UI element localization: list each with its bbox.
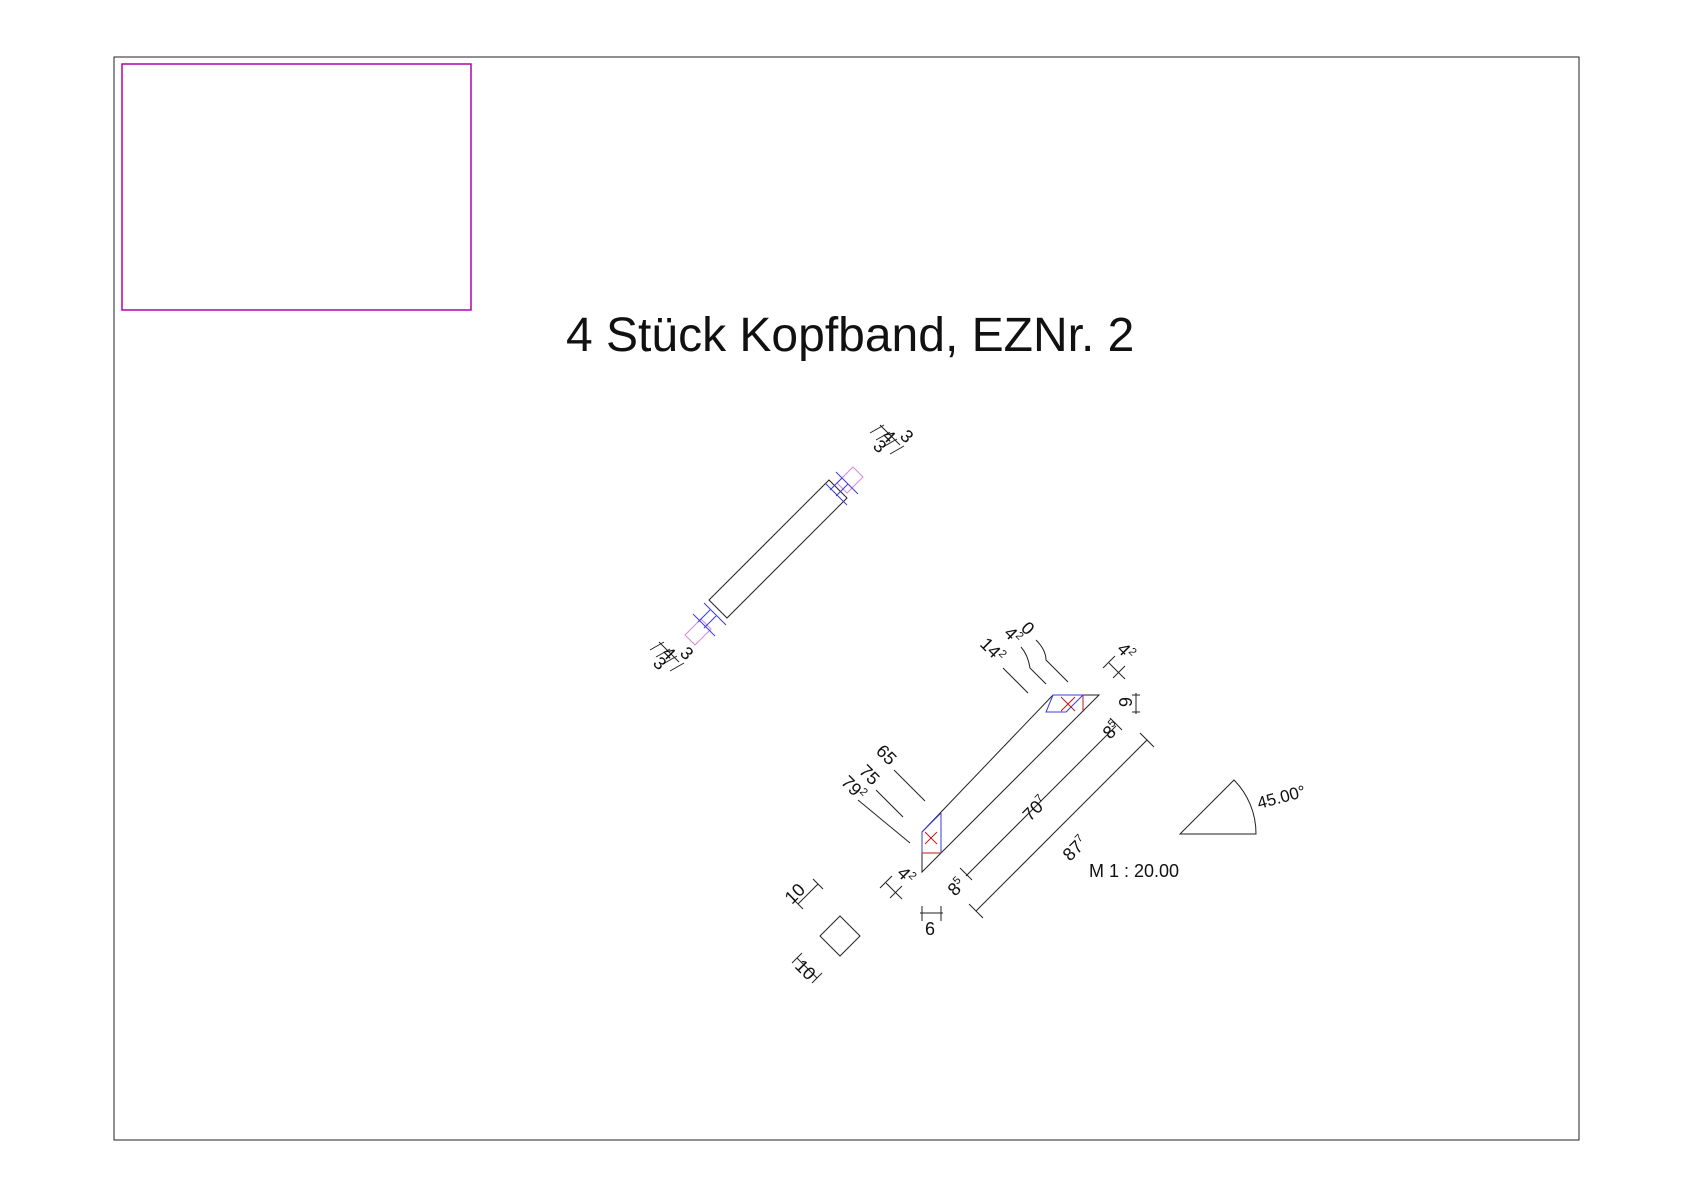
cross-section-square xyxy=(819,915,861,957)
cross-section xyxy=(791,878,861,984)
scale-label: M 1 : 20.00 xyxy=(1089,861,1180,881)
side-view-mark-top xyxy=(1060,695,1084,712)
side-view-label-65: 65 xyxy=(872,741,900,769)
side-view-dim-lines xyxy=(959,717,1155,919)
angle-symbol xyxy=(1178,779,1257,835)
top-view-dims-top xyxy=(869,424,905,455)
side-view-dim-inner-length-label: 707 xyxy=(1019,792,1052,825)
top-view-dim-top-3: 3 xyxy=(869,436,890,457)
sheet-frame xyxy=(113,56,1580,1141)
side-view-dim-bottom-offset-label: 85 xyxy=(944,874,970,900)
top-view-lap-top xyxy=(824,471,859,506)
side-view-mark-bottom xyxy=(922,831,941,854)
side-view-cut-top xyxy=(1045,694,1085,713)
top-view-tenon-top xyxy=(836,466,864,494)
side-view-dim-top-right-label: 42 xyxy=(1113,639,1139,665)
side-view-body xyxy=(921,694,1101,874)
side-view-leaders-left xyxy=(857,769,926,844)
side-view-dim-bottom-height-label: 6 xyxy=(925,919,935,939)
cross-section-dim-top: 10 xyxy=(781,880,809,908)
top-view-lap-bottom xyxy=(692,602,727,637)
side-view-dim-total-length-label: 877 xyxy=(1059,832,1092,865)
angle-label: 45.00° xyxy=(1255,782,1308,813)
top-view-dim-bottom-3: 3 xyxy=(649,653,670,674)
top-view-tenon-bottom xyxy=(684,618,712,646)
side-view-dim-height-label: 6 xyxy=(1115,697,1135,707)
drawing-title: 4 Stück Kopfband, EZNr. 2 xyxy=(566,309,1135,362)
top-view xyxy=(684,466,864,646)
side-view-dim-top-right xyxy=(1102,655,1140,714)
top-view-body xyxy=(708,479,848,619)
stamp-box xyxy=(121,63,472,311)
side-view-dim-bottom-left-label: 42 xyxy=(893,863,919,889)
side-view-leaders-top xyxy=(1002,639,1069,694)
side-view xyxy=(857,639,1155,921)
top-view-dim-bottom-1: 3 xyxy=(676,643,697,664)
side-view-dim-bottom-left xyxy=(879,875,943,921)
top-view-dims-bottom xyxy=(649,641,685,672)
side-view-cut-bottom xyxy=(921,811,942,854)
